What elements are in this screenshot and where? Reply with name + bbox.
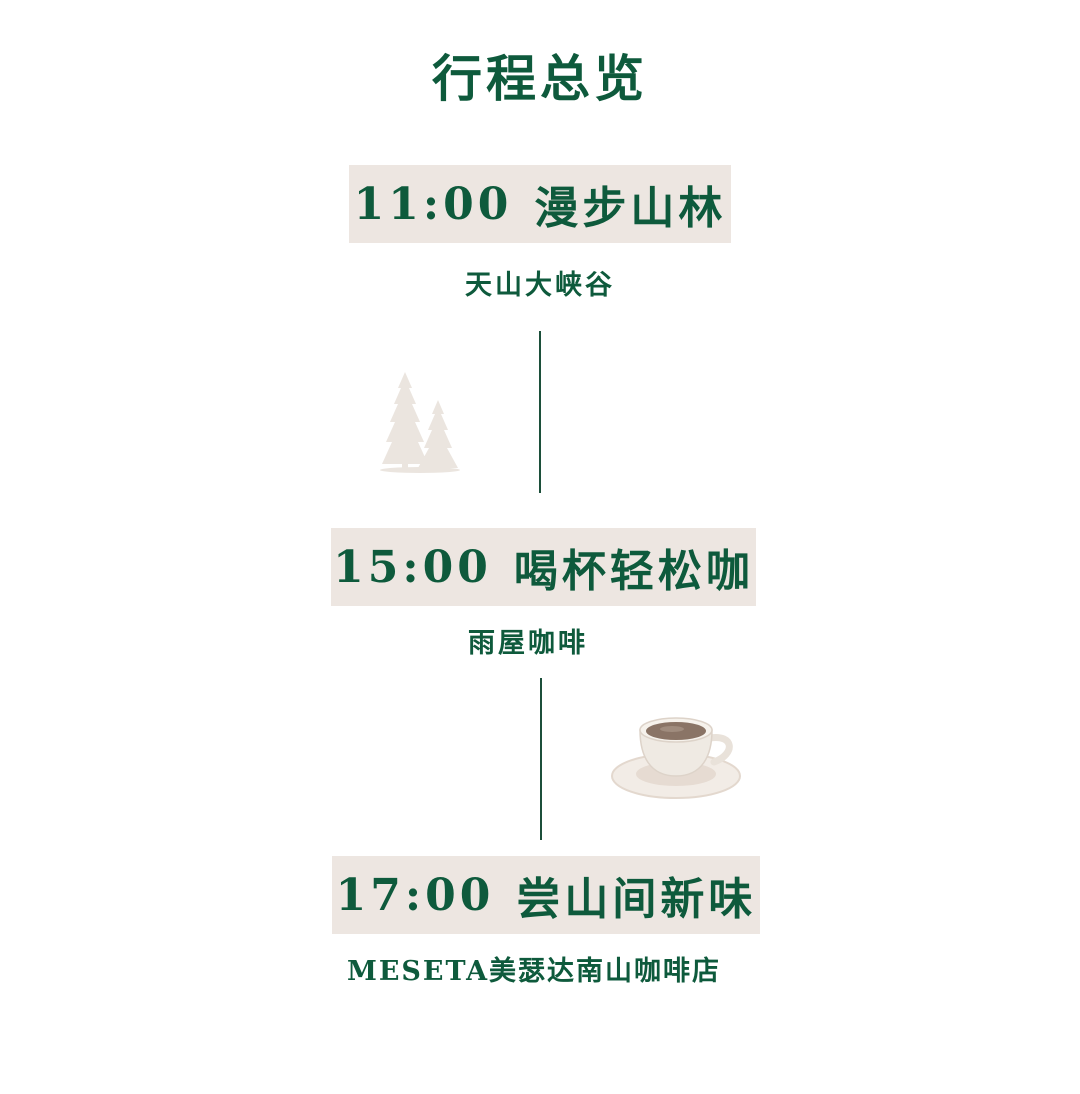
- itinerary-item-3-time: 17:00: [335, 869, 495, 921]
- itinerary-item-1-header: 11:00 漫步山林: [349, 165, 731, 243]
- itinerary-item-2-header: 15:00 喝杯轻松咖: [331, 528, 756, 606]
- itinerary-item-2-place: 雨屋咖啡: [468, 628, 588, 659]
- itinerary-item-1-activity: 漫步山林: [534, 183, 727, 234]
- page-title: 行程总览: [432, 49, 648, 108]
- itinerary-item-3-header: 17:00 尝山间新味: [332, 856, 760, 934]
- pine-trees-icon: [380, 372, 460, 473]
- timeline-connector-1: [539, 331, 541, 493]
- itinerary-item-3-place: MESETA美瑟达南山咖啡店: [346, 956, 722, 987]
- itinerary-item-2-time: 15:00: [333, 541, 492, 593]
- itinerary-item-1-place: 天山大峡谷: [465, 270, 615, 301]
- timeline-connector-2: [540, 678, 542, 840]
- itinerary-item-3-activity: 尝山间新味: [516, 874, 757, 925]
- itinerary-item-2-activity: 喝杯轻松咖: [513, 546, 754, 597]
- itinerary-item-1-time: 11:00: [353, 178, 513, 230]
- coffee-cup-icon: [611, 717, 741, 799]
